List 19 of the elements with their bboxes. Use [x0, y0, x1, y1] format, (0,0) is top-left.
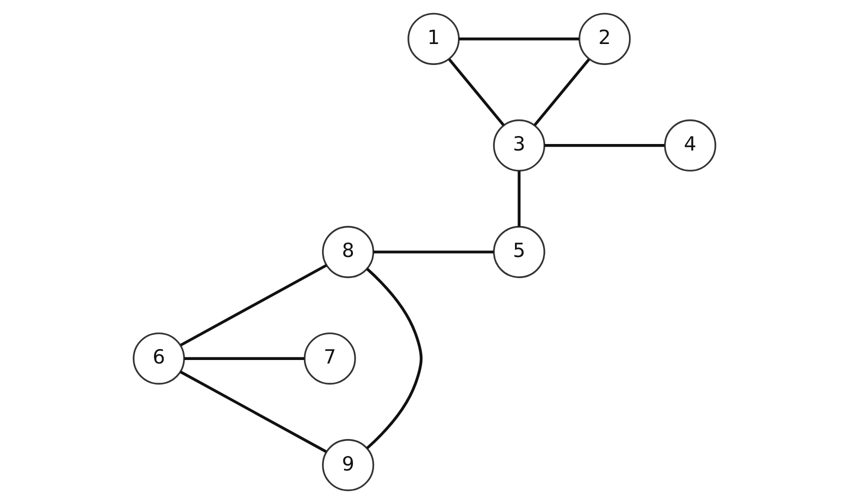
- node-circle: 5: [492, 226, 545, 278]
- connector: [366, 268, 422, 450]
- connector: [372, 250, 494, 254]
- node-circle: 9: [322, 439, 374, 492]
- connector: [458, 38, 579, 40]
- node-circle: 1: [407, 12, 460, 65]
- node-circle: 6: [132, 332, 184, 385]
- connector: [544, 144, 664, 147]
- node-circle: 2: [578, 12, 630, 65]
- node-circle: 3: [492, 119, 545, 172]
- node-circle: 4: [664, 119, 716, 172]
- connector: [179, 370, 326, 453]
- node-circle: 8: [322, 226, 374, 278]
- connector: [180, 264, 327, 346]
- connector: [517, 170, 520, 227]
- node-circle: 7: [303, 332, 356, 385]
- connector: [184, 357, 304, 360]
- connector: [533, 58, 590, 126]
- connector: [448, 58, 504, 126]
